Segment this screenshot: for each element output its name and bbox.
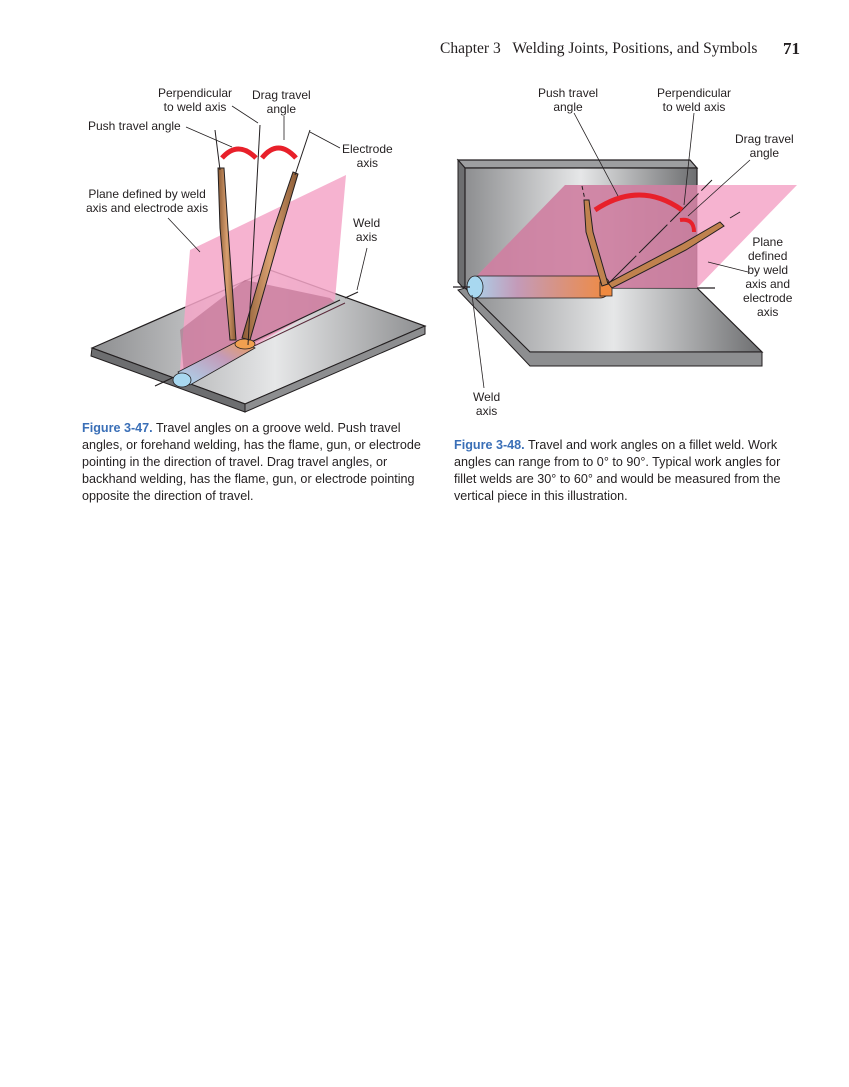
caption-text: Travel and work angles on a fillet weld.…: [454, 438, 781, 503]
label-push-travel-angle: Push travel angle: [88, 119, 181, 133]
figure-3-47-caption: Figure 3-47. Travel angles on a groove w…: [82, 420, 427, 505]
running-header: Chapter 3 Welding Joints, Positions, and…: [440, 39, 800, 60]
page-number: 71: [783, 39, 800, 58]
figure-number: Figure 3-47.: [82, 421, 153, 435]
figure-3-48-caption: Figure 3-48. Travel and work angles on a…: [454, 437, 804, 505]
figure-number: Figure 3-48.: [454, 438, 525, 452]
chapter-title: Chapter 3 Welding Joints, Positions, and…: [440, 40, 758, 57]
fillet-weld-drawing: [453, 112, 797, 389]
caption-text: Travel angles on a groove weld. Push tra…: [82, 421, 421, 503]
groove-weld-drawing: [90, 105, 427, 413]
